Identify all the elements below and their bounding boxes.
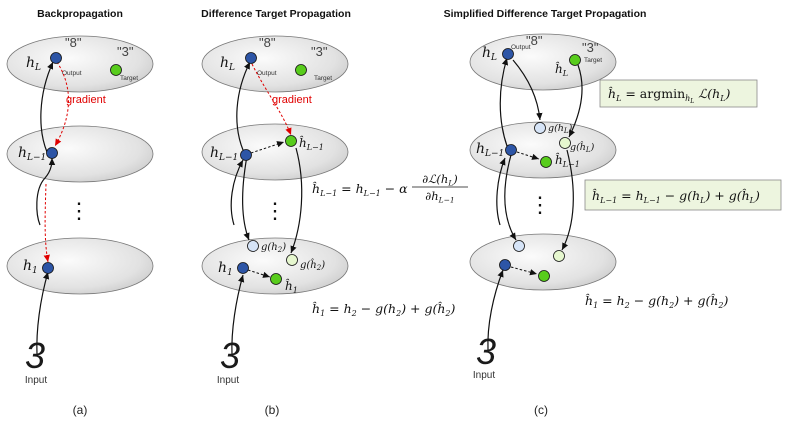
layer-first-ellipse <box>469 233 617 291</box>
panel-c-title: Simplified Difference Target Propagation <box>444 8 647 20</box>
gradient-arrow-lower <box>43 183 50 263</box>
panel-c: Simplified Difference Target Propagation… <box>444 8 782 417</box>
ellipsis-dots: ⋮ <box>68 199 90 224</box>
output-word-label: Output <box>511 44 531 51</box>
panel-b: Difference Target Propagation "8" Output… <box>201 8 468 417</box>
gradient-arrow-upper <box>54 61 69 147</box>
output-class-label: "8" <box>65 35 82 50</box>
node-target <box>295 64 307 76</box>
svg-text:∂ℒ(hL): ∂ℒ(hL) <box>422 172 458 188</box>
g-hat-h2-label: g(ĥ2) <box>300 259 325 272</box>
arrow-input <box>36 271 50 356</box>
input-label: Input <box>25 375 47 386</box>
equation-c-hL: ĥL = argminhL ℒ(hL) <box>608 86 731 105</box>
node-target <box>110 64 122 76</box>
output-class-label: "8" <box>259 35 276 50</box>
node-g-h2 <box>513 240 525 252</box>
node-hat-h-1 <box>270 273 282 285</box>
output-class-label: "8" <box>526 33 543 48</box>
arrow-g-hL <box>512 59 543 121</box>
g-h2-label: g(h2) <box>261 242 286 254</box>
panel-a-caption: (a) <box>73 403 88 417</box>
node-h-1 <box>499 259 511 271</box>
node-h-L <box>50 52 62 64</box>
arrow-g-h2 <box>242 155 250 241</box>
arrow-input <box>231 274 245 356</box>
node-h-Lm1 <box>505 144 517 156</box>
layer-hidden-ellipse <box>201 123 349 181</box>
input-label: Input <box>473 370 495 381</box>
equation-c-hLm1: ĥL−1 = hL−1 − g(hL) + g(ĥL) <box>592 188 760 205</box>
ellipsis-dots: ⋮ <box>264 199 286 224</box>
layer-output-ellipse <box>6 35 154 93</box>
arrow-forward-lower <box>36 157 56 226</box>
svg-text:ĥL−1 = hL−1 − α: ĥL−1 = hL−1 − α <box>312 181 408 198</box>
target-class-label: "3" <box>582 40 599 55</box>
svg-text:∂hL−1: ∂hL−1 <box>425 189 454 205</box>
arrow-input <box>487 269 504 351</box>
layer-output-ellipse <box>201 35 349 93</box>
g-hL-label: g(hL) <box>548 123 573 135</box>
panel-c-caption: (c) <box>534 403 548 417</box>
node-g-hat-h2 <box>286 254 298 266</box>
arrow-forward-lower <box>230 159 244 226</box>
target-word-label: Target <box>314 75 332 82</box>
equation-c-h1: ĥ1 = h2 − g(h2) + g(ĥ2) <box>585 293 729 310</box>
target-word-label: Target <box>584 57 602 64</box>
arrow-forward-lower <box>496 157 506 226</box>
layer-output-ellipse <box>469 33 617 91</box>
input-digit-image: 3 <box>220 335 240 376</box>
arrow-forward-upper <box>40 61 54 153</box>
target-class-label: "3" <box>117 44 134 59</box>
node-hat-h-1 <box>538 270 550 282</box>
node-g-h2 <box>247 240 259 252</box>
layer-hidden-ellipse <box>469 121 617 179</box>
equation-b-hLm1: ĥL−1 = hL−1 − α ∂ℒ(hL) ∂hL−1 <box>312 172 468 205</box>
node-g-hat-h2 <box>553 250 565 262</box>
panel-b-title: Difference Target Propagation <box>201 8 351 20</box>
gradient-label: gradient <box>272 94 312 106</box>
panel-b-caption: (b) <box>265 403 280 417</box>
gradient-arrow <box>251 63 292 136</box>
layer-first-ellipse <box>6 237 154 295</box>
equation-c-hL-box <box>599 79 758 108</box>
input-digit-image: 3 <box>476 331 496 372</box>
node-hat-h-Lm1 <box>540 156 552 168</box>
gradient-label: gradient <box>66 94 106 106</box>
input-digit-image: 3 <box>25 335 45 376</box>
dotted-arrow-hLm1 <box>250 141 285 154</box>
node-h-Lm1 <box>46 147 58 159</box>
dotted-arrow-hLm1 <box>516 151 540 160</box>
panel-a: Backpropagation "8" Output "3" Target hL… <box>6 8 154 417</box>
target-class-label: "3" <box>311 44 328 59</box>
output-word-label: Output <box>62 70 82 77</box>
arrow-g-hat-h2 <box>290 147 303 254</box>
node-h-1 <box>237 262 249 274</box>
ellipsis-dots: ⋮ <box>529 193 551 218</box>
node-g-hL <box>534 122 546 134</box>
node-h-1 <box>42 262 54 274</box>
arrow-g-h2 <box>504 154 517 241</box>
output-word-label: Output <box>257 70 277 77</box>
node-hat-h-Lm1 <box>285 135 297 147</box>
arrow-forward-upper <box>236 61 251 151</box>
node-h-L <box>245 52 257 64</box>
node-h-Lm1 <box>240 149 252 161</box>
arrow-g-hat-h2 <box>561 149 574 251</box>
arrow-g-hat-hL <box>568 64 583 138</box>
input-label: Input <box>217 375 239 386</box>
equation-c-hLm1-box <box>584 179 782 211</box>
panel-a-title: Backpropagation <box>37 8 123 20</box>
g-hat-hL-label: g(ĥL) <box>570 141 595 154</box>
target-word-label: Target <box>120 75 138 82</box>
node-target <box>569 54 581 66</box>
equation-b-h1: ĥ1 = h2 − g(h2) + g(ĥ2) <box>312 301 456 318</box>
arrow-forward-upper <box>499 57 509 147</box>
node-h-L <box>502 48 514 60</box>
dotted-arrow-h1 <box>247 269 271 278</box>
node-g-hat-hL <box>559 137 571 149</box>
